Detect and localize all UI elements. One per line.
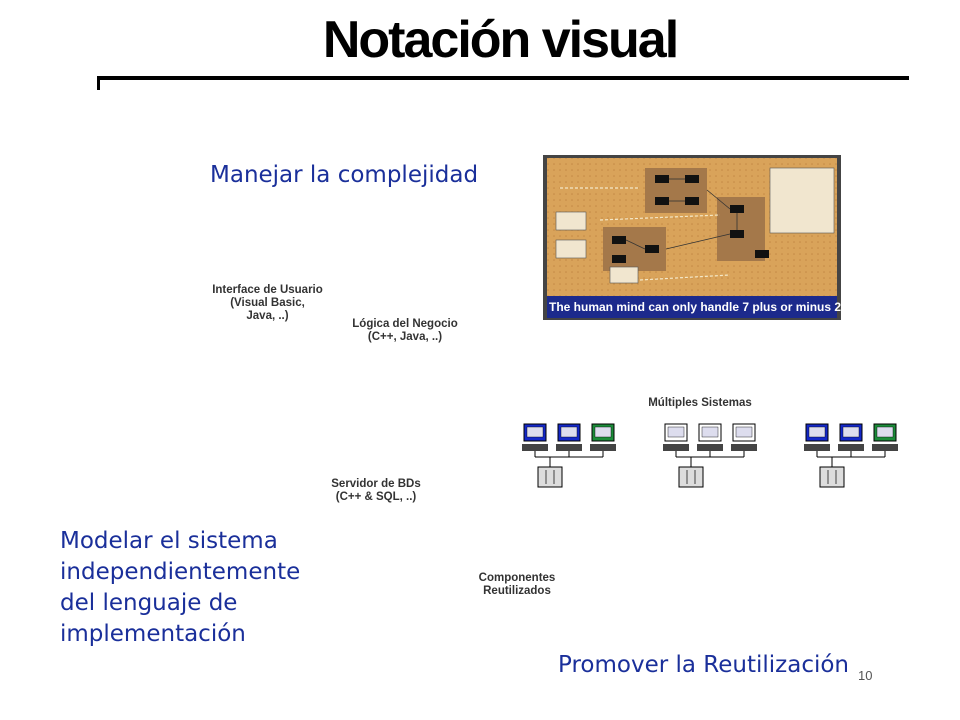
label-multiple-systems: Múltiples Sistemas [648,397,752,409]
label-logic-line2: (C++, Java, ..) [367,331,443,343]
title-underline [97,76,909,80]
label-components-line1: Componentes [478,572,556,584]
server-icon [819,466,845,488]
computer-icon [804,423,830,451]
label-logic-line1: Lógica del Negocio [352,318,458,330]
heading-model-line1: Modelar el sistema [60,528,278,554]
network-lines [534,451,604,467]
computer-icon [697,423,723,451]
label-ui-line1: Interface de Usuario [212,284,323,296]
heading-model-line4: implementación [60,621,246,647]
label-ui-line3: Java, ..) [246,310,289,322]
label-db-line1: Servidor de BDs [331,478,421,490]
label-business-logic: Lógica del Negocio (C++, Java, ..) [340,318,470,344]
label-database-server: Servidor de BDs (C++ & SQL, ..) [322,478,430,504]
label-db-line2: (C++ & SQL, ..) [335,491,417,503]
computer-icon [838,423,864,451]
server-icon [537,466,563,488]
computer-icon [522,423,548,451]
title-underline-tick [97,76,100,90]
computer-icon [872,423,898,451]
heading-model-line2: independientemente [60,559,301,585]
heading-complexity: Manejar la complejidad [210,162,479,188]
image-caption-banner: The human mind can only handle 7 plus or… [549,300,926,314]
computer-icon [731,423,757,451]
heading-model-system: Modelar el sistema independientemente de… [60,526,360,650]
computer-icon [590,423,616,451]
heading-model-line3: del lenguaje de [60,590,238,616]
network-lines [816,451,886,467]
label-ui-line2: (Visual Basic, [230,297,305,309]
slide-title: Notación visual [322,11,679,69]
label-reused-components: Componentes Reutilizados [462,572,572,598]
complexity-diagram-image [543,155,841,320]
computer-icon [663,423,689,451]
label-components-line2: Reutilizados [483,585,551,597]
slide-number: 10 [858,668,873,683]
heading-reuse: Promover la Reutilización [558,652,850,678]
label-user-interface: Interface de Usuario (Visual Basic, Java… [205,284,330,323]
server-icon [678,466,704,488]
computer-icon [556,423,582,451]
network-lines [675,451,745,467]
